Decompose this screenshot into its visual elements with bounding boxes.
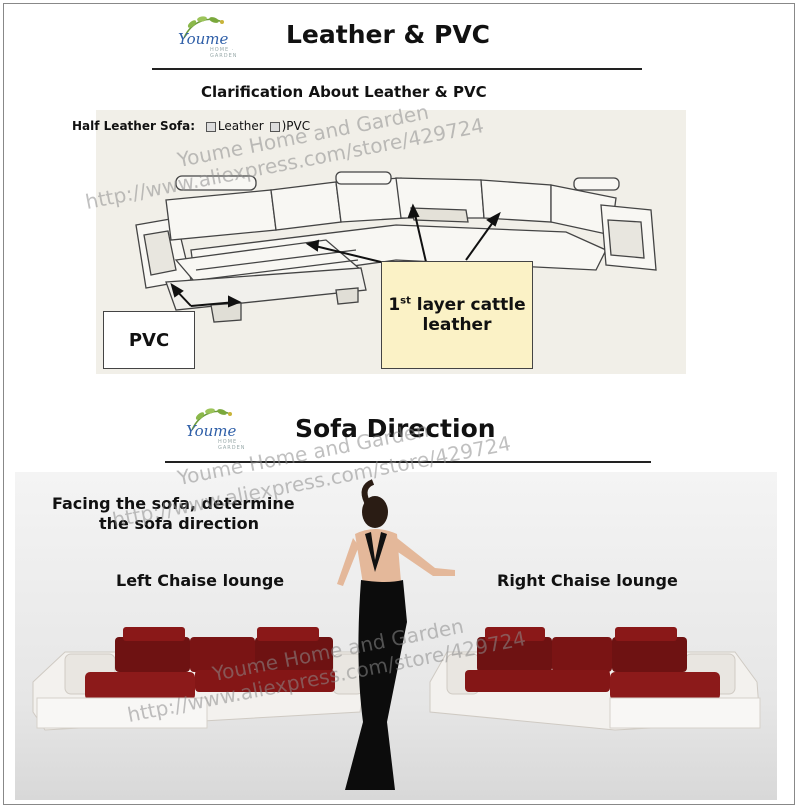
leaf-icon: [191, 408, 232, 431]
leaf-icon: [183, 16, 224, 39]
pvc-option-label: )PVC: [281, 119, 311, 133]
left-chaise-sofa: [32, 627, 366, 731]
sofa-direction-illustration: [32, 479, 761, 790]
title-rule-2: [165, 461, 651, 463]
pvc-checkbox[interactable]: [269, 121, 280, 132]
sofa-direction-photo: [15, 472, 777, 800]
logo-subtext: HOME · GARDEN: [218, 439, 246, 451]
sofa-line-drawing: [135, 171, 657, 323]
leather-checkbox[interactable]: [205, 121, 216, 132]
logo-subtext: HOME · GARDEN: [210, 47, 238, 59]
logo-wordmark: Youme: [186, 422, 237, 440]
logo-wordmark: Youme: [178, 30, 229, 48]
section-title-leather: Leather & PVC: [286, 20, 491, 49]
half-leather-row: Half Leather Sofa: Leather )PVC: [72, 119, 310, 133]
left-chaise-label: Left Chaise lounge: [116, 571, 285, 590]
half-leather-label: Half Leather Sofa:: [72, 119, 196, 133]
instruction-line-1: Facing the sofa, determine: [52, 494, 295, 513]
leather-option-label: Leather: [217, 119, 264, 133]
section-subtitle: Clarification About Leather & PVC: [201, 83, 487, 101]
leather-callout-line1: 1st layer cattle: [388, 295, 526, 315]
pvc-callout: PVC: [103, 311, 195, 369]
instruction-line-2: the sofa direction: [99, 514, 259, 533]
leather-callout-line2: leather: [422, 315, 492, 335]
right-chaise-label: Right Chaise lounge: [497, 571, 678, 590]
model-figure: [337, 479, 455, 790]
right-chaise-sofa: [429, 627, 761, 731]
pvc-callout-text: PVC: [128, 329, 170, 351]
youme-logo-2: Youme HOME · GARDEN: [178, 402, 256, 452]
title-rule-1: [152, 68, 642, 70]
page-frame: [3, 3, 795, 805]
section-title-direction: Sofa Direction: [295, 414, 496, 443]
youme-logo: Youme HOME · GARDEN: [170, 10, 248, 60]
leather-callout: 1st layer cattle leather: [381, 261, 533, 369]
